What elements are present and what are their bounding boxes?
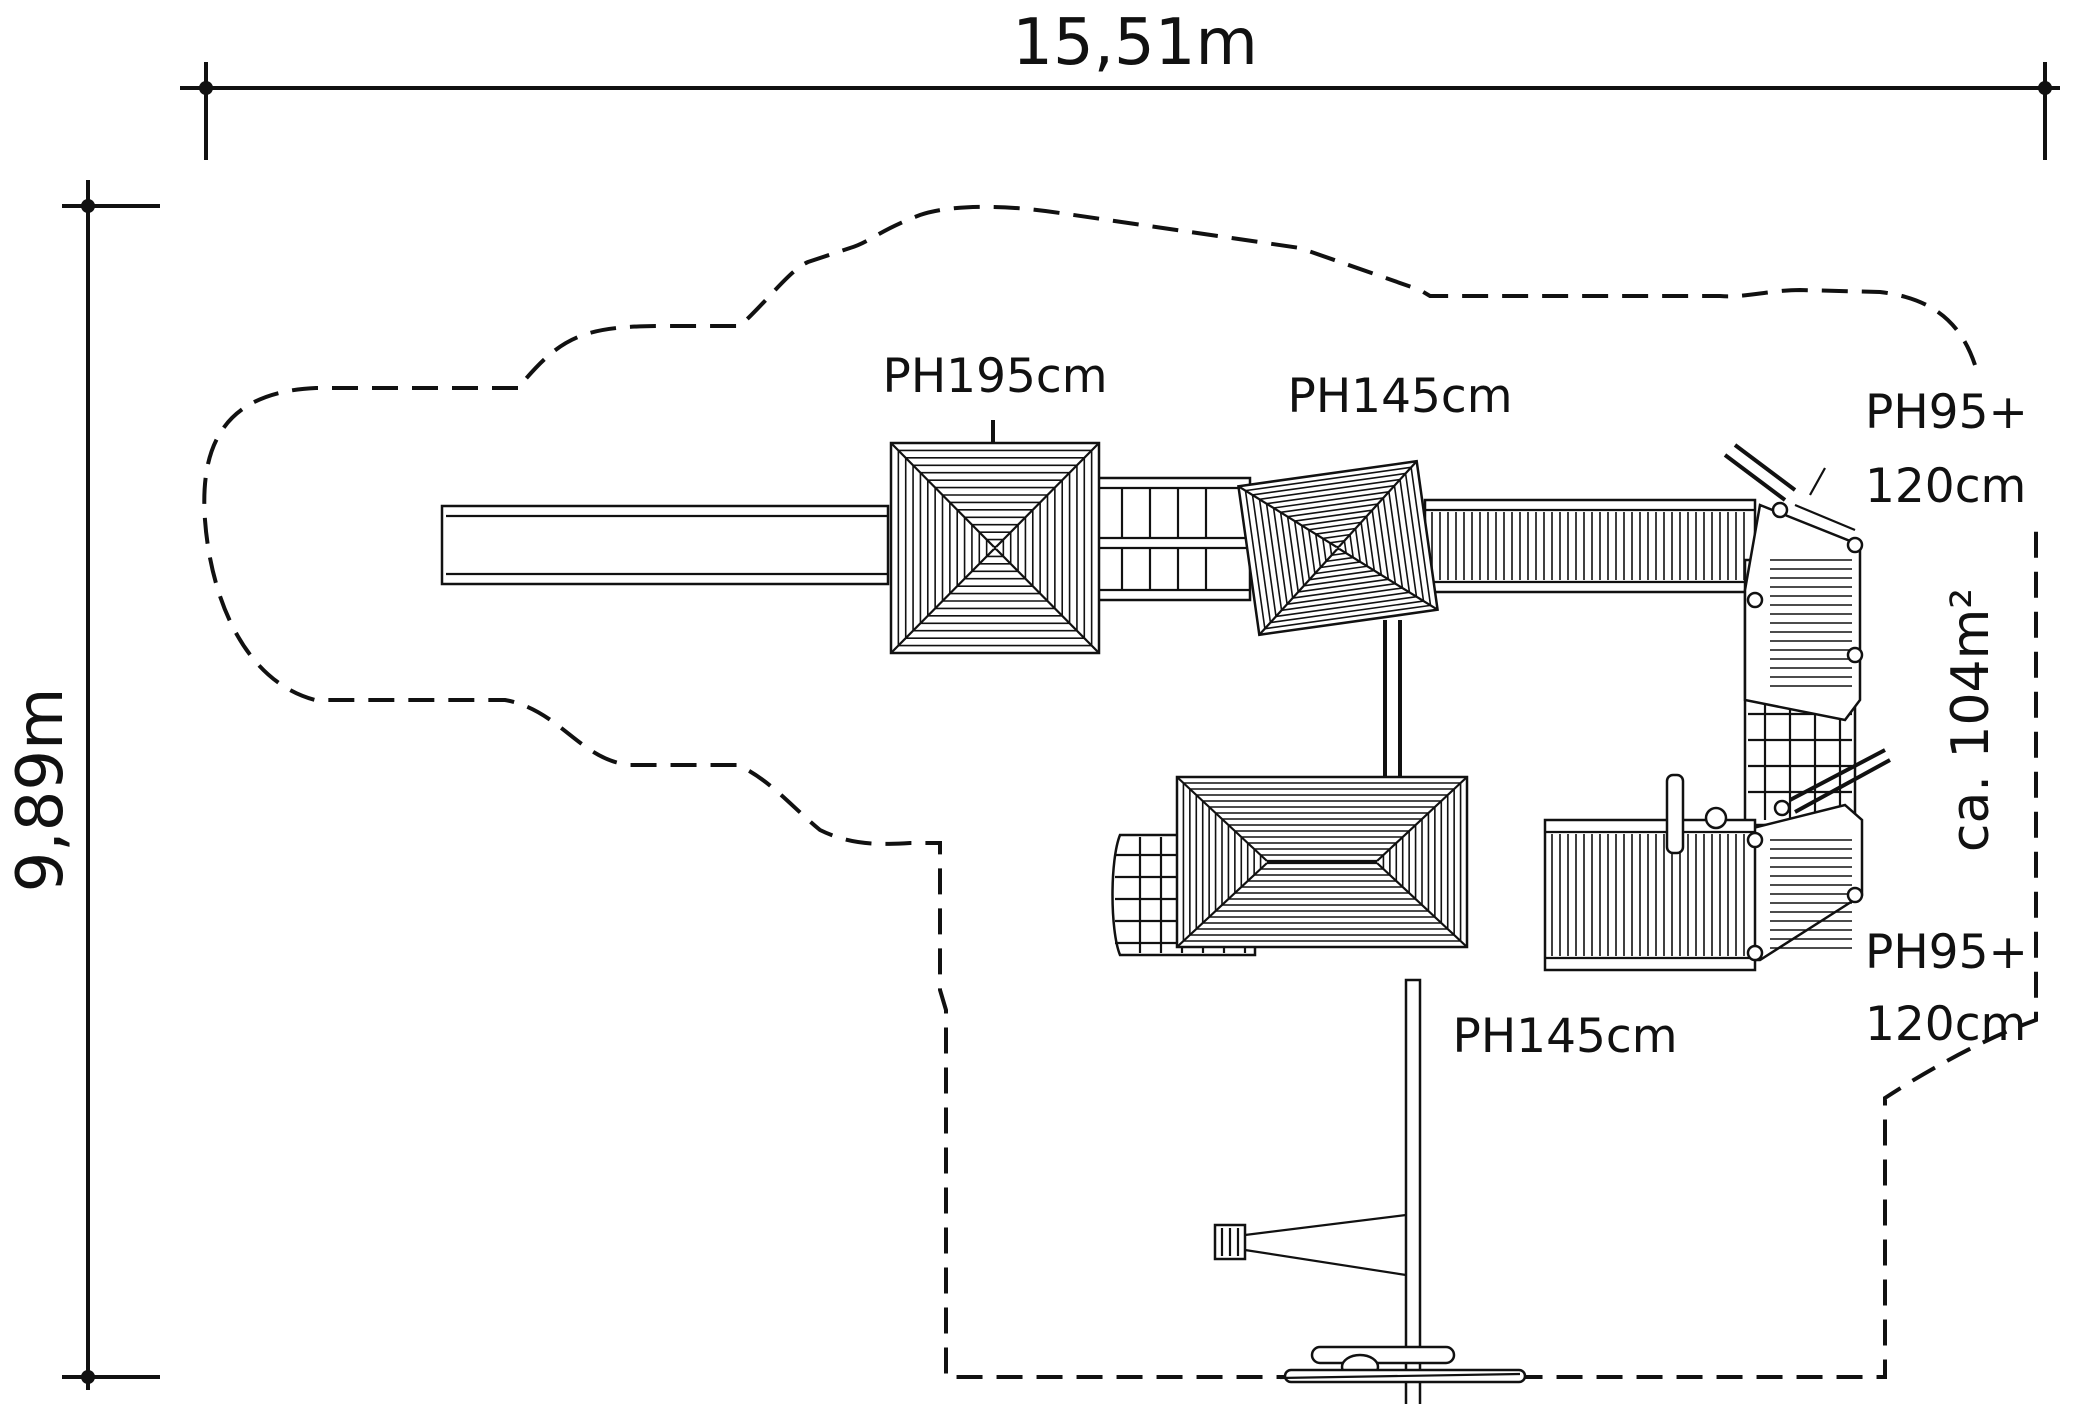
platform-label-ph145-lower: PH145cm xyxy=(1452,1009,1677,1064)
corner-label-lower: PH95+ 120cm xyxy=(1865,925,2028,1052)
rocker-seesaw xyxy=(1279,1345,1527,1384)
deck-lower-right xyxy=(1543,818,1757,972)
handle-upper-right xyxy=(1723,443,1864,962)
swing-beam xyxy=(1213,978,1422,1404)
post-lower-deck xyxy=(1665,773,1728,855)
corner-platform-lower xyxy=(1743,803,1864,962)
corner-platform-upper xyxy=(1743,503,1862,722)
corner-label-upper: PH95+ 120cm xyxy=(1865,385,2028,514)
handle-lower-right xyxy=(1789,748,1891,814)
width-label: 15,51m xyxy=(1012,6,1258,80)
deck-upper-right xyxy=(1423,498,1757,594)
height-label: 9,89m xyxy=(4,688,78,893)
connector-rails xyxy=(1383,620,1402,805)
platform-label-ph195: PH195cm xyxy=(882,349,1107,404)
svg-text:120cm: 120cm xyxy=(1865,459,2026,514)
svg-text:PH95+: PH95+ xyxy=(1865,385,2028,440)
width-dimension: 15,51m xyxy=(180,6,2060,160)
svg-text:120cm: 120cm xyxy=(1865,997,2026,1052)
svg-text:PH95+: PH95+ xyxy=(1865,925,2028,980)
height-dimension: 9,89m xyxy=(4,180,160,1390)
tower-2-roof xyxy=(1237,459,1439,637)
slide xyxy=(440,504,890,586)
area-label: ca. 104m² xyxy=(1941,588,2001,852)
tower-3-roof xyxy=(1175,775,1469,949)
bridge-upper xyxy=(1088,476,1252,602)
tower-1-roof xyxy=(889,420,1101,655)
platform-label-ph145-upper: PH145cm xyxy=(1287,369,1512,424)
safety-zone-outline xyxy=(202,204,2038,1379)
